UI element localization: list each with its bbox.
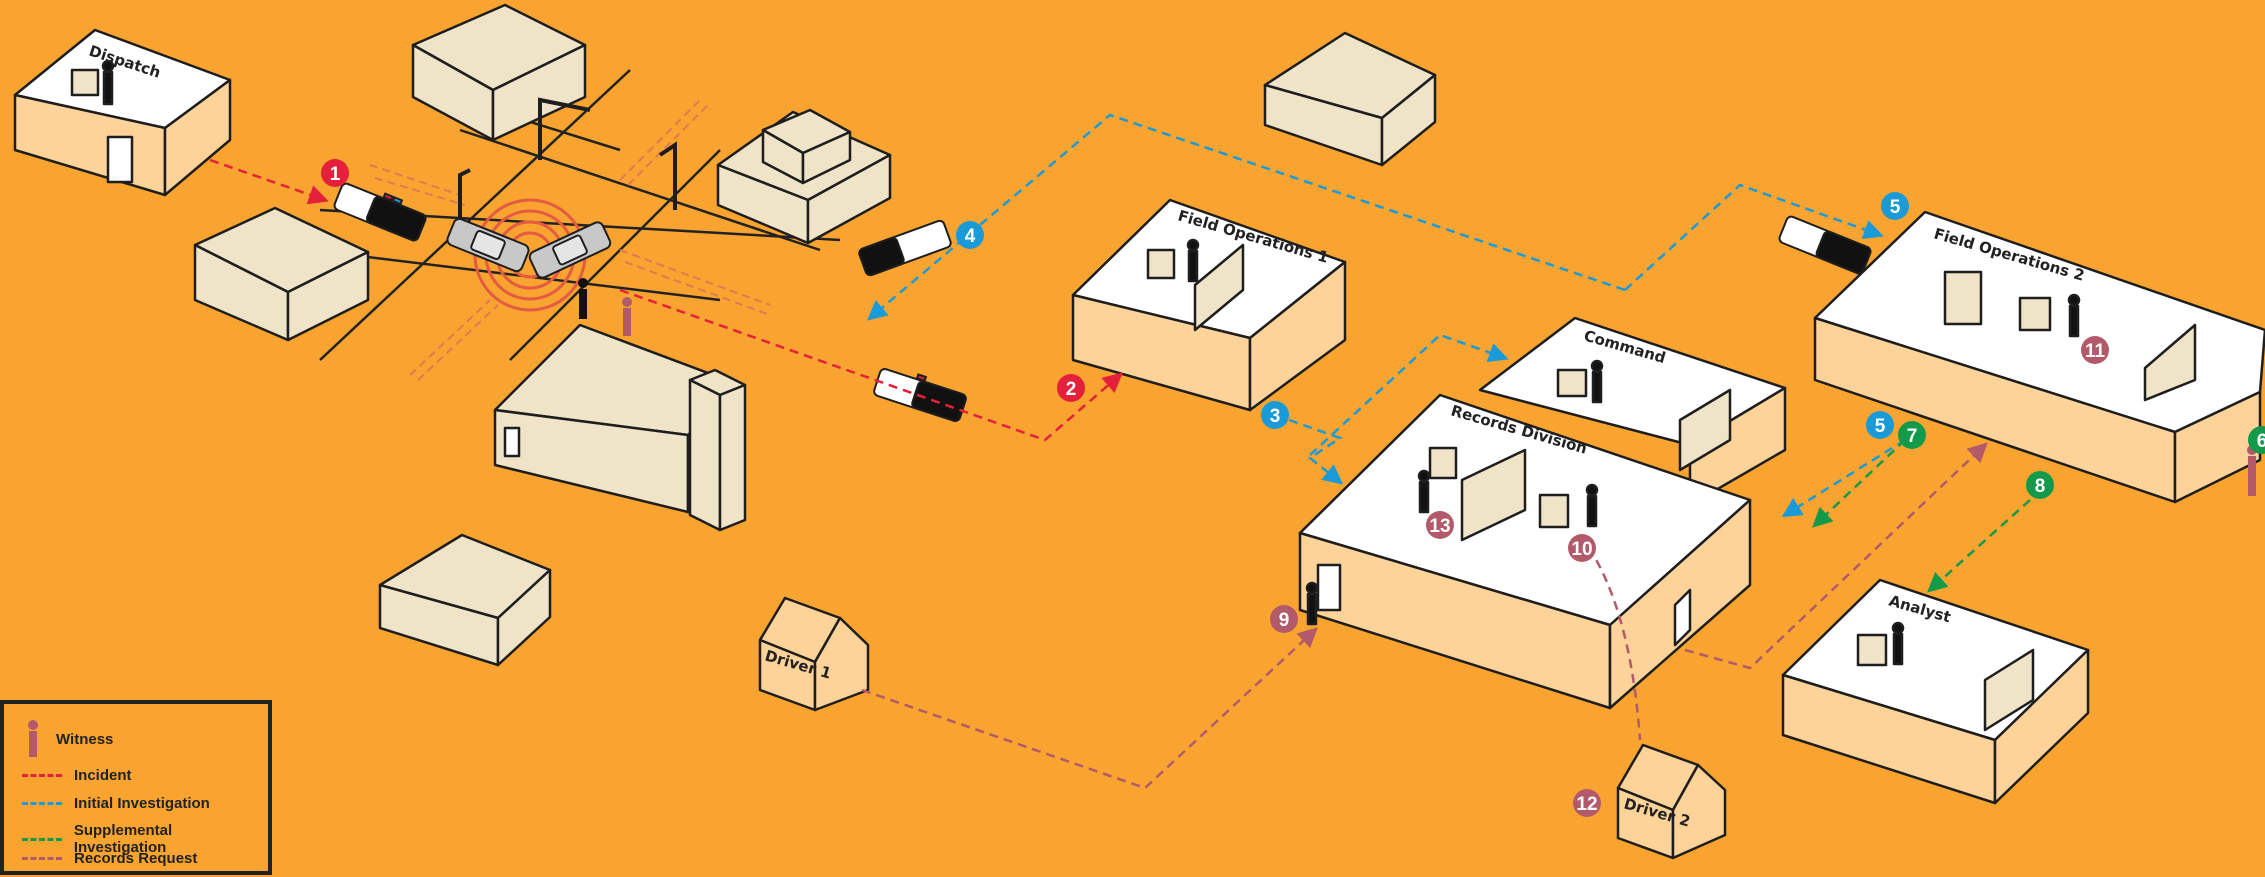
- legend-swatch: [22, 837, 62, 841]
- generic-building: [493, 323, 747, 532]
- step-badge-circle: [1866, 411, 1894, 439]
- step-badge-number: 5: [1875, 416, 1886, 437]
- police-car-icon: [858, 219, 952, 277]
- step-badge-circle: [1270, 605, 1298, 633]
- step-badge-number: 13: [1429, 516, 1450, 537]
- legend-item-label: Incident: [74, 767, 132, 784]
- step-badge: 4: [956, 221, 984, 249]
- legend-item-label: Supplemental Investigation: [73, 822, 173, 856]
- step-badge: 2: [1057, 374, 1085, 402]
- legend: Witness Incident Initial Investigation S…: [0, 700, 272, 875]
- step-badge-circle: [2248, 426, 2265, 454]
- generic-building: [411, 3, 587, 142]
- step-badge: 5: [1866, 411, 1894, 439]
- step-badge-number: 12: [1576, 794, 1597, 815]
- police-car-icon: [1778, 215, 1872, 275]
- step-badge-circle: [2081, 336, 2109, 364]
- building-records-division: [1298, 393, 1752, 710]
- witness-figure-icon: [622, 297, 632, 336]
- legend-item-label: Initial Investigation: [74, 795, 210, 812]
- legend-swatch: [22, 857, 62, 860]
- step-badge-number: 1: [330, 164, 341, 185]
- initial-investigation-paths: [866, 113, 1906, 518]
- building-dispatch: [13, 28, 232, 197]
- legend-swatch: [22, 802, 62, 805]
- building-field-operations-2: [1813, 210, 2265, 504]
- step-badge-circle: [1573, 789, 1601, 817]
- step-badge-circle: [2026, 471, 2054, 499]
- step-badge-number: 5: [1890, 197, 1901, 218]
- building-field-operations-1: [1071, 198, 1347, 412]
- incident-paths: [209, 158, 1124, 442]
- step-badge-number: 9: [1279, 610, 1290, 631]
- supplemental-investigation-paths: [1812, 439, 2031, 593]
- step-badge: 1: [321, 159, 349, 187]
- legend-item-initial-investigation: Initial Investigation: [22, 795, 210, 812]
- legend-item-label: Records Request: [74, 850, 198, 867]
- step-badge: 10: [1568, 534, 1596, 562]
- officer-figure-icon: [578, 278, 588, 319]
- step-badge-circle: [1057, 374, 1085, 402]
- police-car-icon: [873, 368, 967, 422]
- step-badge-number: 6: [2257, 431, 2265, 452]
- step-badge-circle: [1261, 401, 1289, 429]
- step-badge: 9: [1270, 605, 1298, 633]
- step-badge: 3: [1261, 401, 1289, 429]
- step-badge-circle: [321, 159, 349, 187]
- step-badge-circle: [1568, 534, 1596, 562]
- generic-building: [378, 533, 552, 667]
- step-badge-circle: [1881, 192, 1909, 220]
- step-badge: 12: [1573, 789, 1601, 817]
- legend-swatch: [22, 774, 62, 777]
- legend-item-records-request: Records Request: [22, 850, 197, 867]
- step-badge-number: 2: [1066, 379, 1077, 400]
- step-badge: 13: [1426, 511, 1454, 539]
- generic-building: [716, 108, 892, 245]
- step-badge: 8: [2026, 471, 2054, 499]
- generic-building: [1263, 31, 1437, 167]
- witness-icon: [28, 720, 38, 757]
- step-badge-circle: [1898, 421, 1926, 449]
- crosswalks: [369, 99, 771, 381]
- step-badge-circle: [956, 221, 984, 249]
- building-driver-2: [1616, 743, 1727, 860]
- step-badge-number: 8: [2035, 476, 2046, 497]
- building-analyst: [1781, 578, 2090, 805]
- step-badge-circle: [1426, 511, 1454, 539]
- crashed-car-icon: [528, 221, 612, 279]
- step-badge-number: 7: [1907, 426, 1918, 447]
- generic-building: [193, 206, 370, 342]
- building-command: [1478, 316, 1787, 507]
- step-badge: 6: [2248, 426, 2265, 454]
- witness-figure-icon: [2247, 445, 2257, 496]
- legend-item-incident: Incident: [22, 767, 132, 784]
- legend-item-supplemental-investigation: Supplemental Investigation: [22, 822, 268, 856]
- legend-witness: Witness: [22, 719, 113, 759]
- step-badge-number: 3: [1270, 406, 1281, 427]
- building-driver-1: [758, 596, 870, 712]
- step-badge-number: 10: [1571, 539, 1592, 560]
- legend-witness-label: Witness: [56, 730, 114, 748]
- step-badge-number: 11: [2085, 341, 2106, 362]
- step-badge: 11: [2081, 336, 2109, 364]
- step-badge: 7: [1898, 421, 1926, 449]
- step-badge-number: 4: [965, 226, 976, 247]
- police-car-icon: [333, 182, 427, 242]
- crashed-car-icon: [446, 217, 530, 273]
- step-badge: 5: [1881, 192, 1909, 220]
